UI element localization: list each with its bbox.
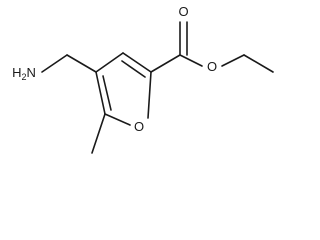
molecule-structure: O O O H2N [12,4,274,154]
bond-c2-c3-double [121,60,146,78]
ether-oxygen-label: O [207,59,217,74]
bond-c2-carbonyl [150,54,181,73]
bond-c3-c4 [95,52,124,73]
bond-c4-c5-double [102,75,112,111]
bond-o1-c2 [147,71,152,119]
amine-label: H2N [12,65,36,82]
furan-ring [95,52,152,126]
bond-c5-o1 [104,113,131,126]
bond-carbonyl-oether [179,54,203,67]
aminomethyl-group [41,54,97,73]
bond-c2-c3 [122,52,152,73]
bond-ch2-n [41,54,68,73]
carbonyl-oxygen-label: O [178,4,188,19]
bond-ch2-ch3 [243,54,274,73]
ethyl-ester-group [150,21,274,73]
ring-oxygen-label: O [134,119,144,134]
bond-c4-c5 [95,71,106,115]
bond-oether-ch2 [221,54,245,67]
bond-c4-ch2 [66,54,97,73]
methyl-bond [91,113,106,154]
